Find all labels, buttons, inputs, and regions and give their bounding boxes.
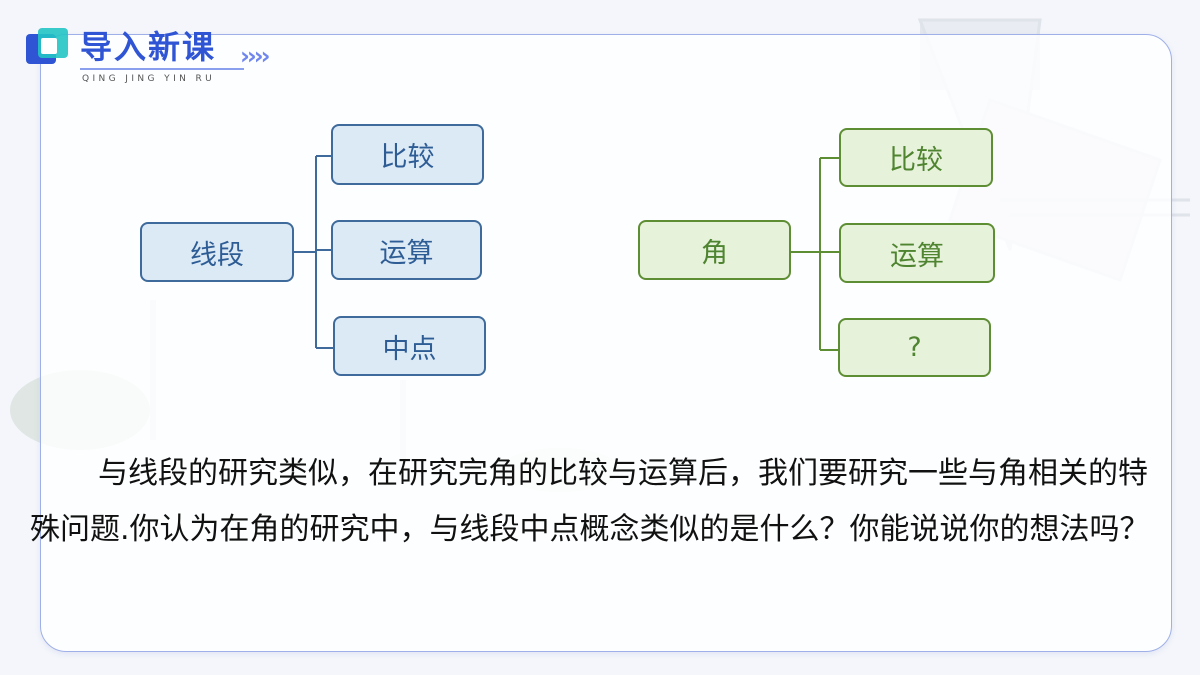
left-tree-lines <box>294 155 333 349</box>
section-subtitle: QING JING YIN RU <box>82 74 216 84</box>
section-title: 导入新课 <box>80 28 217 66</box>
angle-unknown-node: ? <box>838 318 991 377</box>
segment-midpoint-node: 中点 <box>333 316 486 376</box>
angle-operation-node: 运算 <box>839 223 995 283</box>
stacked-squares-icon <box>26 28 68 64</box>
chevrons-right-icon: ›››› <box>240 42 271 70</box>
question-paragraph: 与线段的研究类似，在研究完角的比较与运算后，我们要研究一些与角相关的特殊问题.你… <box>30 456 1150 547</box>
line-segment-node: 线段 <box>140 222 294 282</box>
angle-node: 角 <box>638 220 791 280</box>
angle-compare-node: 比较 <box>839 128 993 187</box>
title-underline <box>80 68 244 70</box>
right-tree-lines <box>791 157 839 351</box>
section-header: 导入新课 ›››› QING JING YIN RU <box>24 20 314 90</box>
segment-compare-node: 比较 <box>331 124 484 185</box>
segment-operation-node: 运算 <box>331 220 482 280</box>
